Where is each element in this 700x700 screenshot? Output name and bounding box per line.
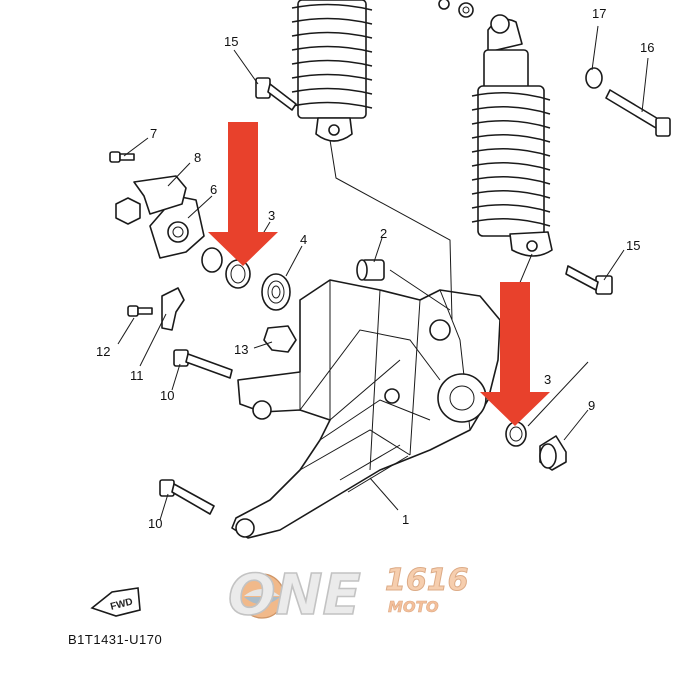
callout-16: 16 (640, 40, 654, 55)
callout-10-upper: 10 (160, 388, 174, 403)
washer-part-17 (585, 67, 603, 89)
callout-9: 9 (588, 398, 595, 413)
figure-code: B1T1431-U170 (68, 632, 162, 647)
collar-part-2 (356, 259, 385, 281)
bolt-part-12 (127, 305, 153, 317)
shock-absorber-left (291, 0, 373, 142)
swing-arm (231, 279, 501, 539)
bolt-part-10-lower (159, 479, 215, 515)
fwd-direction-badge: FWD (90, 587, 141, 617)
washer-stack-top (438, 0, 474, 18)
oil-seal-right-part-3 (505, 421, 527, 447)
shock-absorber-right (471, 14, 553, 257)
callout-3-left: 3 (268, 208, 275, 223)
watermark-logo: ONE 1616 MOTO (227, 562, 469, 629)
nut-left (115, 197, 141, 225)
callout-15-upper: 15 (224, 34, 238, 49)
leader-lines (117, 25, 649, 521)
callout-17: 17 (592, 6, 606, 21)
collar-left (201, 247, 223, 273)
callout-12: 12 (96, 344, 110, 359)
bearing-part-4 (261, 273, 291, 311)
oil-seal-left-part-3 (225, 259, 251, 289)
callout-13: 13 (234, 342, 248, 357)
callout-15-right: 15 (626, 238, 640, 253)
logo-main-text: ONE (228, 563, 361, 628)
callout-10-lower: 10 (148, 516, 162, 531)
clip-part-11 (161, 287, 185, 331)
bolt-part-7 (109, 151, 135, 163)
logo-sub-text: MOTO (388, 598, 439, 616)
callout-labels: 1 2 3 3 4 6 7 8 9 10 10 11 12 13 15 15 1… (96, 6, 654, 531)
callout-4: 4 (300, 232, 307, 247)
callout-1: 1 (402, 512, 409, 527)
fwd-arrow-icon (90, 587, 141, 617)
bolt-part-10-upper (173, 349, 233, 379)
bolt-part-15-right (565, 265, 613, 295)
callout-8: 8 (194, 150, 201, 165)
logo-number-text: 1616 (385, 563, 469, 598)
bolt-part-16 (605, 89, 671, 137)
highlight-arrow-right (480, 282, 550, 426)
bracket-part-6 (149, 195, 205, 259)
callout-2: 2 (380, 226, 387, 241)
collar-part-9 (539, 435, 567, 471)
highlight-arrow-left (208, 122, 278, 266)
bolt-part-15-upper (255, 77, 297, 111)
callout-6: 6 (210, 182, 217, 197)
callout-7: 7 (150, 126, 157, 141)
callout-3-right: 3 (544, 372, 551, 387)
callout-11: 11 (130, 368, 144, 383)
clamp-part-13 (263, 325, 297, 353)
fwd-label: FWD (109, 597, 134, 613)
clip-part-8 (133, 175, 187, 215)
